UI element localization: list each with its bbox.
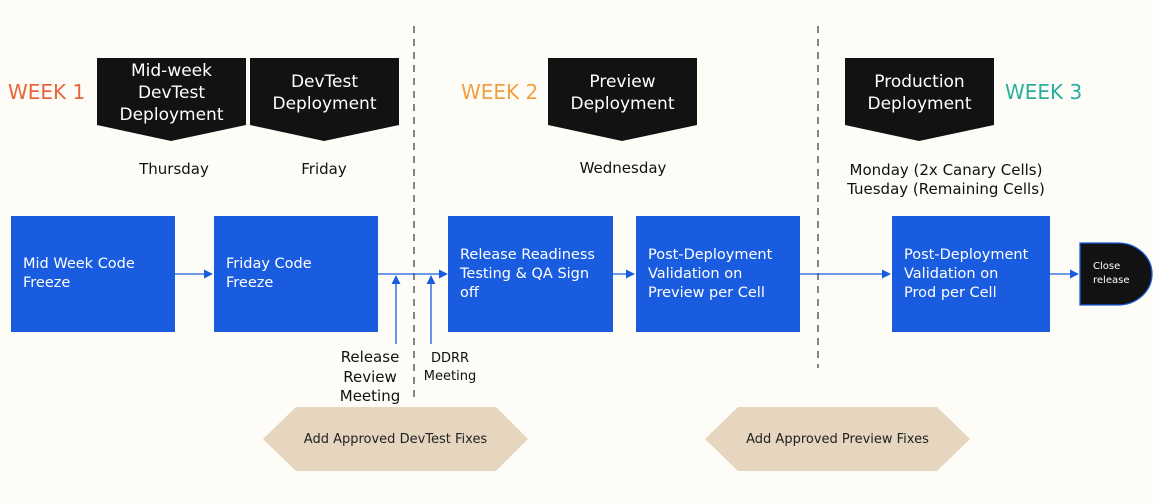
week-1-label: WEEK 1 [8, 80, 86, 104]
week-3-label: WEEK 3 [1005, 80, 1083, 104]
fix-arrow-devtest-shape [263, 407, 528, 471]
stage-preview: Preview Deployment [570, 71, 675, 114]
step-release-readiness: Release Readiness Testing & QA Sign off [448, 216, 613, 332]
step-preview-validation: Post-Deployment Validation on Preview pe… [636, 216, 800, 332]
day-thursday: Thursday [139, 160, 209, 178]
stage-production: Production Deployment [867, 71, 972, 114]
week-2-label: WEEK 2 [461, 80, 539, 104]
stage-midweek-devtest: Mid-week DevTest Deployment [119, 60, 224, 125]
fix-arrow-preview-shape [705, 407, 970, 471]
step-prod-validation: Post-Deployment Validation on Prod per C… [892, 216, 1050, 332]
day-wednesday: Wednesday [579, 159, 667, 177]
close-release-label: Close release [1093, 261, 1130, 286]
day-friday: Friday [301, 160, 347, 178]
ddrr-meeting-label: DDRR Meeting [423, 351, 477, 384]
step-midweek-code-freeze: Mid Week Code Freeze [11, 216, 175, 332]
release-review-meeting-label: Release Review Meeting [339, 348, 401, 405]
day-monday-tuesday: Monday (2x Canary Cells) Tuesday (Remain… [847, 161, 1045, 198]
add-approved-devtest-fixes: Add Approved DevTest Fixes [303, 431, 488, 447]
stage-banner-devtest [250, 58, 399, 141]
stage-devtest: DevTest Deployment [272, 71, 377, 114]
stage-banner-midweek [97, 58, 246, 141]
add-approved-preview-fixes: Add Approved Preview Fixes [746, 431, 929, 447]
step-friday-code-freeze: Friday Code Freeze [214, 216, 378, 332]
stage-banner-preview [548, 58, 697, 141]
close-release-shape [1079, 242, 1153, 306]
stage-banner-production [845, 58, 994, 141]
